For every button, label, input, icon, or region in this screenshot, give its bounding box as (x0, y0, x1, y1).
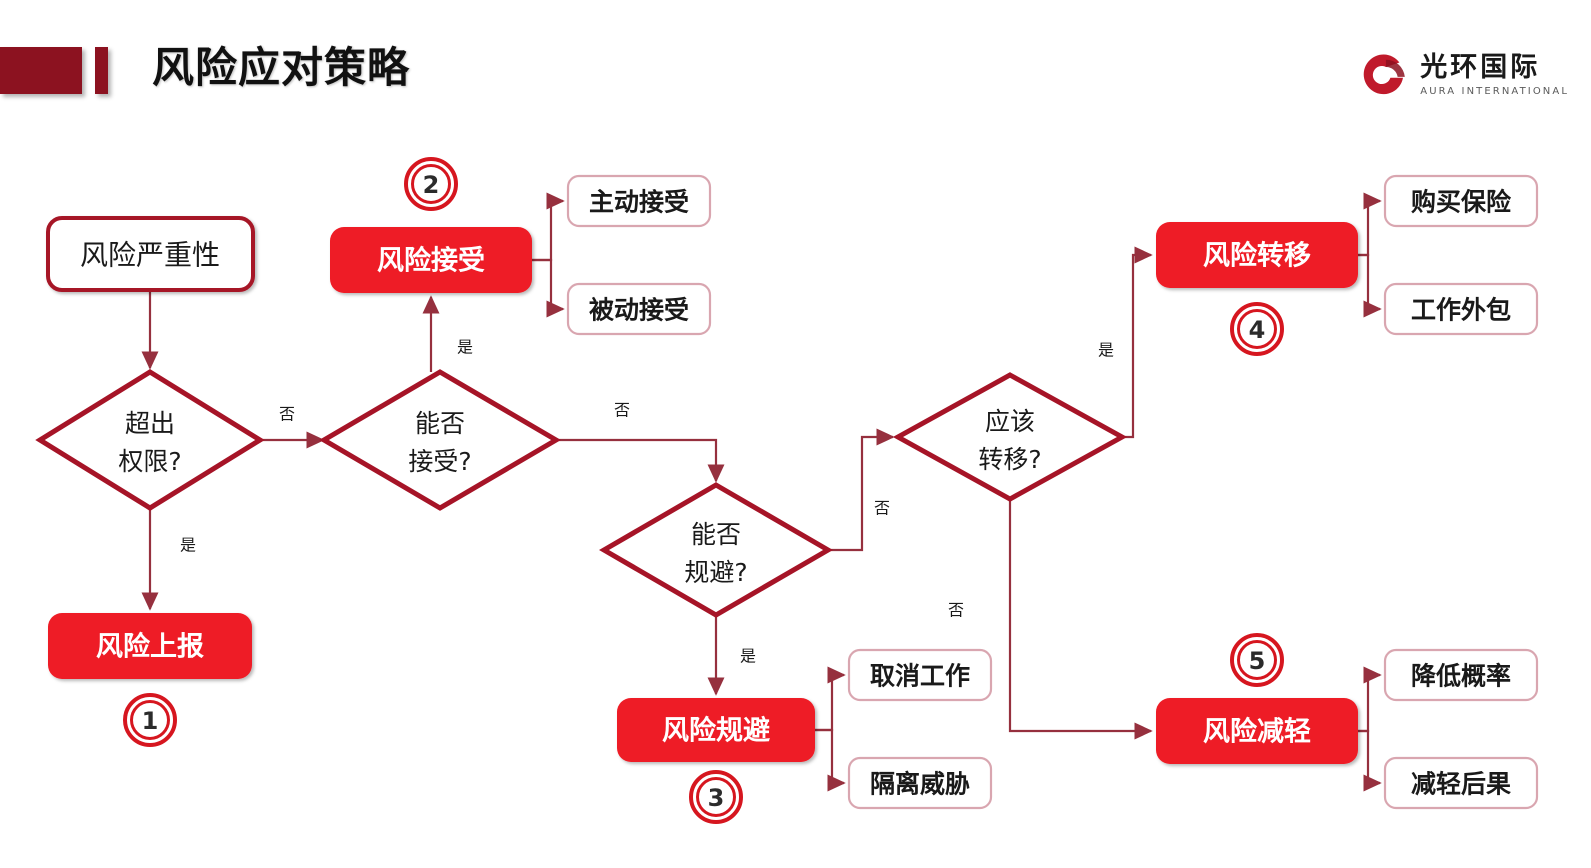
node-risk-severity-shape (46, 216, 255, 292)
badge-5: 5 (1230, 633, 1284, 687)
header-accent-bar (95, 47, 108, 94)
node-active-acceptance-shape (566, 174, 712, 228)
edge-d3-d4 (829, 428, 895, 552)
page-title: 风险应对策略 (152, 43, 411, 92)
logo-name-cn: 光环国际 (1420, 52, 1541, 83)
decision-exceeds-authority-line1: 超出 (125, 409, 175, 438)
badge-2: 2 (404, 157, 458, 211)
node-passive-acceptance-shape (566, 282, 712, 336)
node-passive-acceptance-label: 被动接受 (589, 296, 689, 325)
edge-d4-mitigate (1008, 500, 1153, 740)
edge-mitigate-e2 (1358, 729, 1382, 792)
node-risk-avoidance-shape (617, 698, 815, 762)
node-risk-transfer-label: 风险转移 (1203, 240, 1311, 272)
badge-4-number: 4 (1249, 316, 1266, 344)
edge-label-d4-yes: 是 (1098, 341, 1114, 360)
circular-swirl-logo-icon (1364, 54, 1406, 95)
edge-accept-a1 (532, 192, 565, 262)
badge-1-number: 1 (142, 707, 159, 735)
node-buy-insurance-label: 购买保险 (1411, 188, 1512, 217)
node-cancel-work-label: 取消工作 (870, 662, 970, 691)
edge-label-d1-no: 否 (279, 405, 295, 424)
node-buy-insurance-shape (1383, 174, 1539, 228)
node-risk-acceptance-shape (330, 227, 532, 293)
decision-can-avoid-shape (599, 482, 833, 618)
node-reduce-probability[interactable]: 降低概率 (1383, 648, 1539, 702)
decision-can-accept-line1: 能否 (415, 409, 465, 438)
node-reduce-impact-label: 减轻后果 (1411, 770, 1511, 799)
edge-transfer-c1 (1358, 192, 1382, 257)
node-risk-report-shape (48, 613, 252, 679)
decision-can-accept[interactable]: 能否 接受? (319, 369, 561, 511)
node-isolate-threat-shape (847, 756, 993, 810)
badge-4: 4 (1230, 302, 1284, 356)
node-risk-acceptance-label: 风险接受 (377, 245, 485, 277)
node-cancel-work[interactable]: 取消工作 (847, 648, 993, 702)
decision-should-transfer-line2: 转移? (978, 445, 1041, 474)
node-risk-avoidance[interactable]: 风险规避 (617, 698, 815, 762)
decision-exceeds-authority[interactable]: 超出 权限? (35, 369, 265, 511)
node-risk-severity-label: 风险严重性 (80, 239, 220, 272)
decision-should-transfer-shape (892, 372, 1128, 502)
decision-can-avoid-line1: 能否 (691, 520, 741, 549)
node-outsource-work[interactable]: 工作外包 (1383, 282, 1539, 336)
connector-lines (141, 192, 1382, 792)
edge-label-d2-no: 否 (614, 401, 630, 420)
badge-1: 1 (123, 693, 177, 747)
logo-name-en: AURA INTERNATIONAL (1420, 86, 1569, 97)
node-risk-report[interactable]: 风险上报 (48, 613, 252, 679)
node-reduce-probability-shape (1383, 648, 1539, 702)
node-cancel-work-shape (847, 648, 993, 702)
edge-transfer-c2 (1358, 253, 1382, 318)
badge-3-number: 3 (708, 784, 725, 812)
node-risk-report-label: 风险上报 (96, 631, 204, 663)
node-risk-mitigation-label: 风险减轻 (1203, 716, 1311, 748)
node-risk-avoidance-label: 风险规避 (662, 715, 770, 747)
edge-label-d2-yes: 是 (457, 338, 473, 357)
brand-logo: 光环国际 AURA INTERNATIONAL (1358, 40, 1569, 112)
edge-label-d1-yes: 是 (180, 536, 196, 555)
edge-label-d3-yes: 是 (740, 647, 756, 666)
decision-should-transfer[interactable]: 应该 转移? (892, 372, 1128, 502)
decision-can-accept-line2: 接受? (408, 447, 471, 476)
edge-accept-a2 (532, 258, 565, 318)
edge-label-d4-no: 否 (948, 601, 964, 620)
node-reduce-impact[interactable]: 减轻后果 (1383, 756, 1539, 810)
badge-2-number: 2 (423, 171, 440, 199)
node-isolate-threat-label: 隔离威胁 (870, 770, 970, 799)
node-reduce-impact-shape (1383, 756, 1539, 810)
badge-5-number: 5 (1249, 647, 1266, 675)
node-risk-transfer-shape (1156, 222, 1358, 288)
node-risk-transfer[interactable]: 风险转移 (1156, 222, 1358, 288)
edge-d4-transfer (1123, 246, 1153, 439)
header-accent-block (0, 47, 82, 94)
node-active-acceptance-label: 主动接受 (589, 188, 689, 217)
edge-avoid-b2 (815, 728, 846, 792)
node-risk-mitigation[interactable]: 风险减轻 (1156, 698, 1358, 764)
decision-should-transfer-line1: 应该 (985, 407, 1035, 436)
decision-can-accept-shape (319, 369, 561, 511)
decision-exceeds-authority-shape (35, 369, 265, 511)
node-risk-acceptance[interactable]: 风险接受 (330, 227, 532, 293)
node-outsource-work-shape (1383, 282, 1539, 336)
node-risk-severity[interactable]: 风险严重性 (46, 216, 255, 292)
edge-mitigate-e1 (1358, 666, 1382, 733)
edge-label-d3-no: 否 (874, 499, 890, 518)
node-outsource-work-label: 工作外包 (1411, 296, 1511, 325)
decision-exceeds-authority-line2: 权限? (118, 447, 181, 476)
decision-can-avoid-line2: 规避? (684, 558, 747, 587)
edge-d2-d3 (556, 438, 725, 483)
node-buy-insurance[interactable]: 购买保险 (1383, 174, 1539, 228)
node-reduce-probability-label: 降低概率 (1411, 662, 1511, 691)
node-active-acceptance[interactable]: 主动接受 (566, 174, 712, 228)
node-risk-mitigation-shape (1156, 698, 1358, 764)
node-passive-acceptance[interactable]: 被动接受 (566, 282, 712, 336)
slide-header: 风险应对策略 光环国际 AURA INTERNATIONAL (0, 0, 1591, 140)
decision-can-avoid[interactable]: 能否 规避? (599, 482, 833, 618)
edge-avoid-b1 (815, 666, 846, 732)
node-isolate-threat[interactable]: 隔离威胁 (847, 756, 993, 810)
badge-3: 3 (689, 770, 743, 824)
